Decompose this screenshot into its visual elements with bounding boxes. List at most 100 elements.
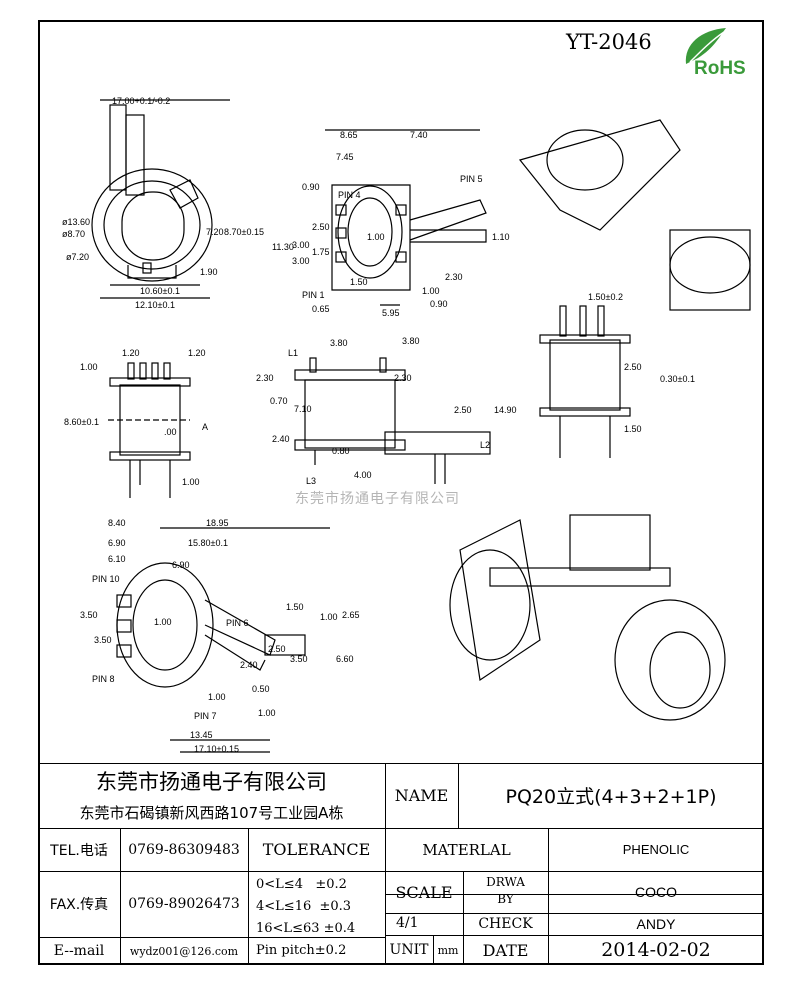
check-value: ANDY [636,916,676,932]
dim-bottom-pin7: PIN 7 [194,711,217,721]
dim-front-10: L3 [306,476,316,486]
tel-value: 0769-86309483 [128,841,240,858]
tel-label: TEL.电话 [50,842,108,859]
dim-front-8: 2.40 [272,434,290,444]
dim-center-pin5: PIN 5 [460,174,483,184]
unit-value: mm [437,943,459,957]
dim-side-6: A [202,422,208,432]
dim-bottom-16: 2.40 [240,660,258,670]
dim-top-h3: 1.90 [200,267,218,277]
dim-side-1: 1.20 [122,348,140,358]
front-view [294,357,491,484]
dim-front-5: 2.30 [394,373,412,383]
dim-right-3: 0.30±0.1 [660,374,695,384]
dim-center-11: 1.10 [492,232,510,242]
rohs-label: RoHS [694,58,746,78]
dim-bottom-pin10: PIN 10 [92,574,120,584]
tolerance-row-3: 16<L≤63 ±0.4 [256,921,356,936]
dim-bottom-18: 1.00 [208,692,226,702]
date-value: 2014-02-02 [601,939,711,961]
dim-bottom-8: 3.50 [94,635,112,645]
drawn-label-2: BY [497,892,514,906]
dim-top-d3: ø7.20 [66,252,89,262]
fax-value: 0769-89026473 [128,896,240,912]
dim-side-2: 1.20 [188,348,206,358]
side-view [108,362,191,498]
dim-top-h2: 8.70±0.15 [224,227,264,237]
dim-side-7: 1.00 [182,477,200,487]
dim-side-5: .00 [164,427,177,437]
dim-center-7: 11.30 [272,242,294,252]
dim-bottom-12: 2.65 [342,610,360,620]
rohs-logo: RoHS [676,24,764,79]
dim-bottom-9: 1.00 [154,617,172,627]
dim-bottom-21: 17.10±0.15 [194,744,239,754]
dim-center-9: 3.00 [292,256,310,266]
dim-bottom-5: 6.10 [108,554,126,564]
dim-front-2: 3.80 [402,336,420,346]
dim-bottom-pin8: PIN 8 [92,674,115,684]
name-value: PQ20立式(4+3+2+1P) [505,786,717,808]
company-address: 东莞市石碣镇新风西路107号工业园A栋 [79,803,344,822]
part-number: YT-2046 [566,30,652,54]
dim-front-13: 14.90 [494,405,517,415]
drawn-label-1: DRWA [486,875,525,889]
dim-bottom-17: 0.50 [252,684,270,694]
dim-center-10: 1.00 [367,232,385,242]
email-label: E--mail [53,943,105,959]
dim-bottom-10: 1.50 [286,602,304,612]
tolerance-row-4: Pin pitch±0.2 [256,943,347,958]
dim-front-9: 0.80 [332,446,350,456]
dim-front-14: L2 [480,440,490,450]
dim-center-14: 1.50 [350,277,368,287]
dim-front-4: 2.30 [256,373,274,383]
check-label: CHECK [478,916,533,932]
dim-center-8: 3.00 [292,240,310,250]
dim-bottom-1: 8.40 [108,518,126,528]
dim-right-1: 1.50±0.2 [588,292,623,302]
dim-bottom-14: 3.50 [290,654,308,664]
fax-label: FAX.传真 [49,897,109,913]
center-view [325,129,487,306]
dim-center-17: 0.90 [430,299,448,309]
dim-top-width: 17.00+0.1/-0.2 [112,96,170,106]
dim-center-5: 2.50 [312,222,330,232]
dim-top-d2: ø8.70 [62,229,85,239]
dim-center-12: 2.30 [445,272,463,282]
dim-center-4: 0.90 [302,182,320,192]
dim-side-4: 8.60±0.1 [64,417,99,427]
top-view [91,99,230,299]
technical-drawing: 17.00+0.1/-0.2 ø13.60 ø8.70 ø7.20 7.20 8… [40,80,762,760]
dim-center-6: 1.75 [312,247,330,257]
dim-bottom-4: 15.80±0.1 [188,538,228,548]
dim-bottom-11: 1.00 [320,612,338,622]
dim-top-d1: ø13.60 [62,217,90,227]
title-block: 东莞市扬通电子有限公司 东莞市石碣镇新风西路107号工业园A栋 NAME PQ2… [38,763,764,965]
unit-label: UNIT [389,942,429,958]
dim-bottom-3: 6.90 [108,538,126,548]
watermark: 东莞市扬通电子有限公司 [295,491,460,507]
dim-bottom-19: 1.00 [258,708,276,718]
dim-bottom-7: 3.50 [80,610,98,620]
dim-center-13: 0.65 [312,304,330,314]
dim-center-pin1: PIN 1 [302,290,325,300]
drawn-value: COCO [635,884,677,900]
dim-front-6: 0.70 [270,396,288,406]
dim-bottom-pin6: PIN 6 [226,618,249,628]
email-value: wydz001@126.com [129,944,239,958]
isometric-views [449,119,751,721]
material-label: MATERLAL [422,840,511,859]
company-name: 东莞市扬通电子有限公司 [96,770,327,794]
bottom-view [116,527,330,753]
drawing-frame [38,20,764,965]
dim-bottom-15: 6.60 [336,654,354,664]
tolerance-row-1: 0<L≤4 ±0.2 [256,877,347,892]
dim-bottom-20: 13.45 [190,730,213,740]
dim-top-w2: 12.10±0.1 [135,300,175,310]
dim-side-3: 1.00 [80,362,98,372]
right-view [539,305,631,458]
dim-center-pin4: PIN 4 [338,190,361,200]
dim-top-h1: 7.20 [206,227,224,237]
dim-front-7: 7.10 [294,404,312,414]
dim-front-12: 2.50 [454,405,472,415]
